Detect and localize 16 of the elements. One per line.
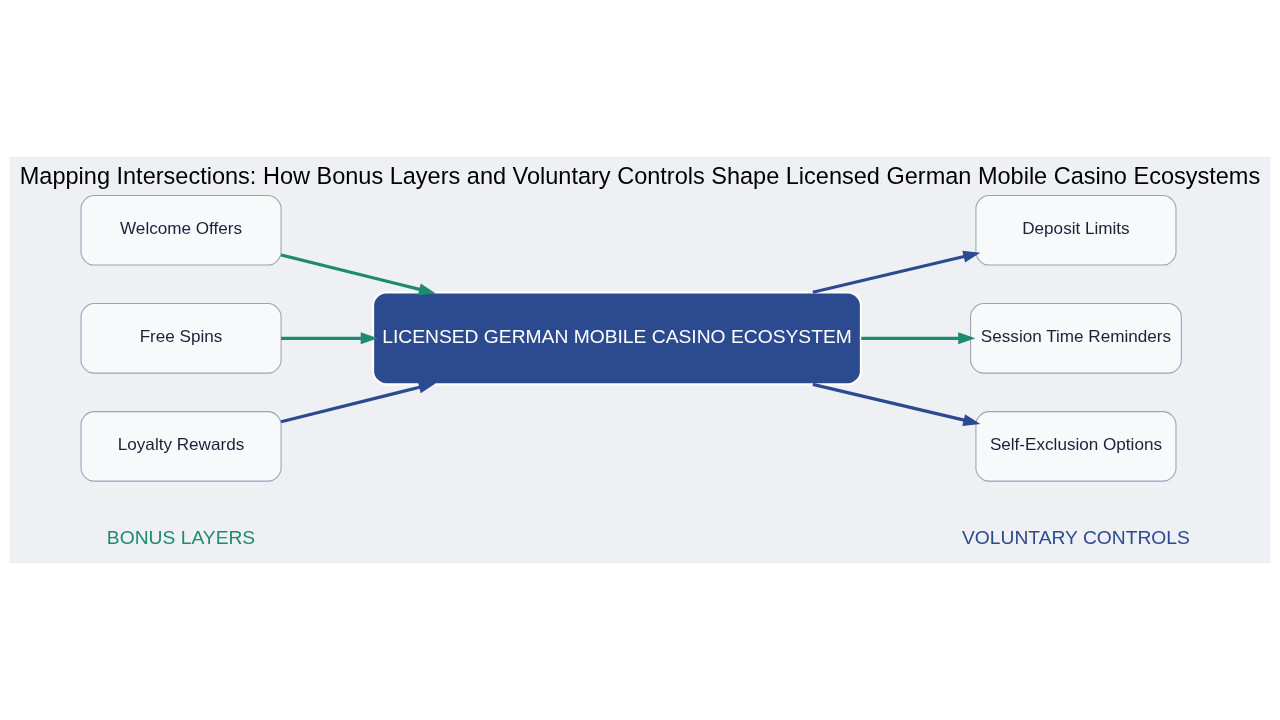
arrow xyxy=(280,253,436,296)
arrow xyxy=(861,332,976,345)
node-box: Free Spins xyxy=(80,303,282,374)
arrow xyxy=(281,332,378,345)
label: BONUS LAYERS xyxy=(106,527,256,549)
node-box: Loyalty Rewards xyxy=(80,411,282,482)
arrow xyxy=(812,382,981,426)
node-box: Deposit Limits xyxy=(975,194,1177,266)
arrow xyxy=(280,381,436,424)
node-box: LICENSED GERMAN MOBILE CASINO ECOSYSTEM xyxy=(372,291,862,386)
arrow xyxy=(812,250,981,294)
node-box: Welcome Offers xyxy=(80,194,282,266)
node-box: Self-Exclusion Options xyxy=(975,411,1177,482)
node-box: Session Time Reminders xyxy=(970,303,1182,374)
label: VOLUNTARY CONTROLS xyxy=(962,527,1190,549)
diagram-title: Mapping Intersections: How Bonus Layers and Voluntary Controls Shape Licensed German Mobile Casino Ecosystems xyxy=(19,163,1261,190)
